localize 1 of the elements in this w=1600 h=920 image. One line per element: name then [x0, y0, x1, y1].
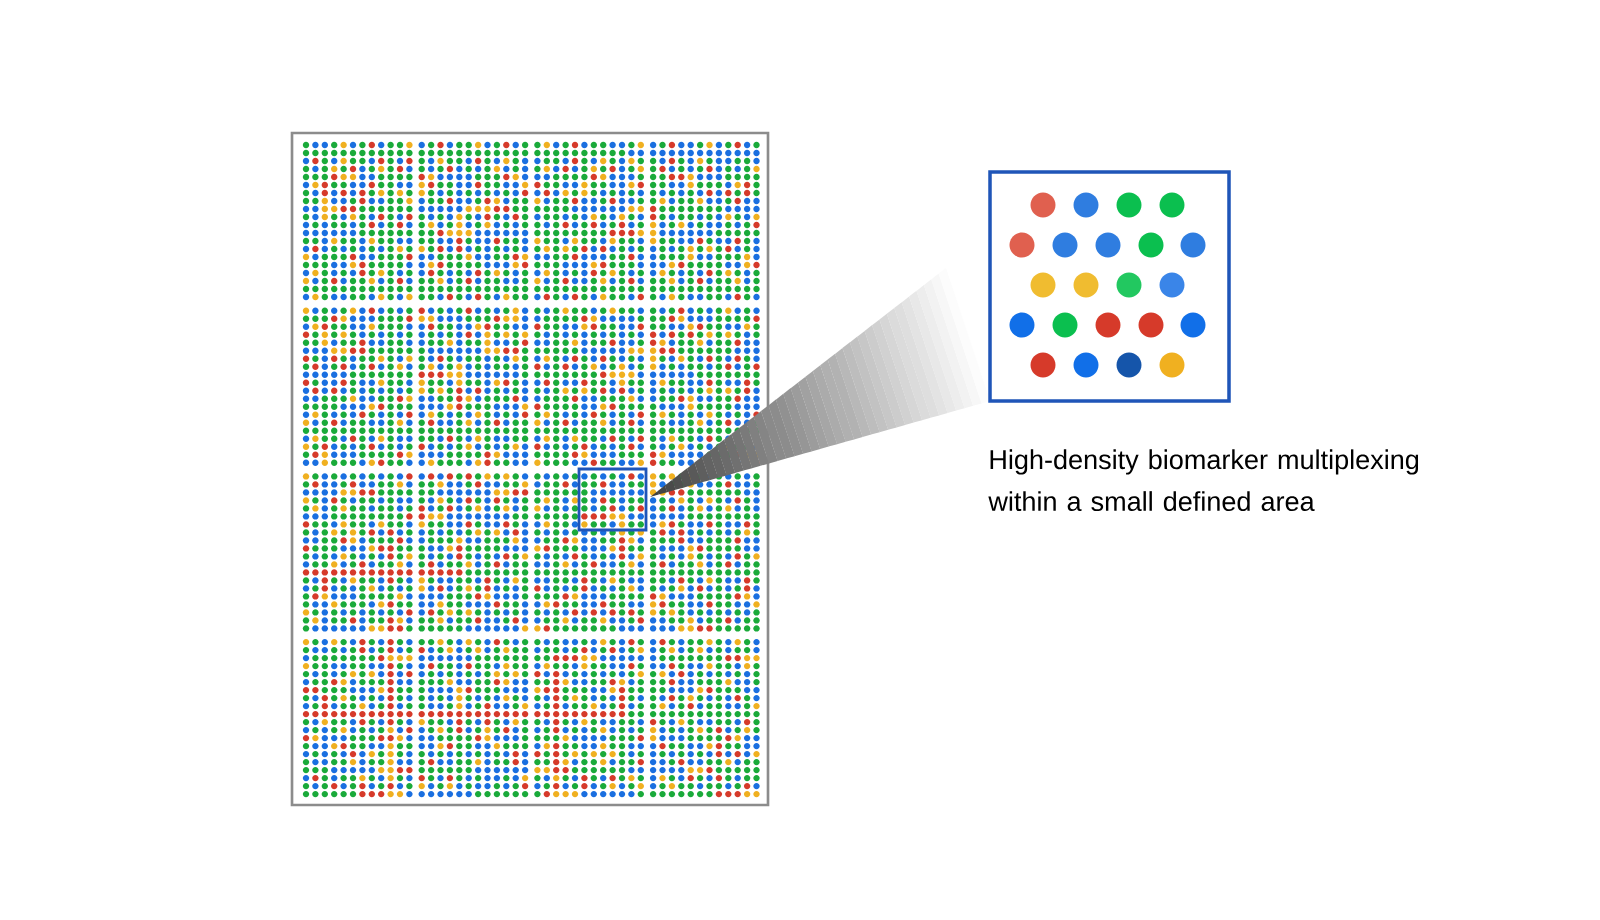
caption-text: High-density biomarker multiplexing within a small defined area	[988, 449, 1419, 512]
